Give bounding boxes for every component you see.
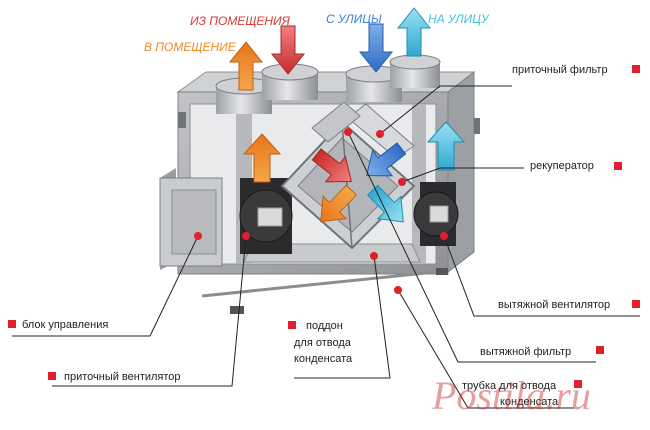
label-drain-pan-line-3: конденсата [294,353,353,365]
marker-square-recuperator [614,162,622,170]
arrow-core-to-exhaust [366,184,404,223]
label-control-unit: блок управления [22,319,109,331]
recuperator-divider [341,121,353,249]
marker-dot-exhaust-filter [344,128,352,136]
marker-dot-control-unit [194,232,202,240]
arrow-core-to-supply [320,184,358,223]
leader-supply-filter [379,85,512,135]
marker-square-drain-pan [288,321,296,329]
arrow-from-room-duct [270,25,306,75]
watermark: Postila.ru [432,373,591,418]
flow-arrows [228,7,466,223]
marker-dot-recuperator [398,178,406,186]
arrow-exhaust-up [426,121,466,171]
label-drain-tube-line-1: трубка для отвода [462,380,557,392]
label-recuperator: рекуператор [530,160,594,172]
label-supply-fan: приточный вентилятор [64,371,181,383]
flow-label-from-room: ИЗ ПОМЕЩЕНИЯ [190,14,290,28]
marker-dot-drain-tube [394,286,402,294]
duct-to-street-rim [389,54,441,70]
duct-to-street [389,54,441,88]
arrow-supply-up [242,133,282,183]
marker-square-supply-filter [632,65,640,73]
marker-dot-drain-pan [370,252,378,260]
arrow-to-street-duct [396,7,432,57]
exhaust-fan-shape [413,182,459,246]
label-drain-pan-line-1: поддон [306,320,343,332]
marker-square-exhaust-filter [596,346,604,354]
arrow-to-room-duct [228,41,264,91]
foot-left [230,306,244,314]
leader-lines [12,85,640,409]
label-drain-tube-line-2: конденсата [500,396,559,408]
marker-square-supply-fan [48,372,56,380]
mount-bracket-left [178,112,186,128]
flow-label-to-room: В ПОМЕЩЕНИЕ [144,40,236,54]
exhaust-filter-panel [311,101,361,143]
markers [8,65,640,388]
arrow-street-into-core [366,142,407,177]
leader-control-unit [12,235,199,337]
arrow-room-into-core [311,148,352,183]
leader-drain-pan [294,255,391,379]
exhaust-fan-grill [429,205,449,223]
leader-recuperator [401,167,524,183]
marker-dot-supply-filter [376,130,384,138]
marker-dot-supply-fan [242,232,250,240]
flow-label-from-street: С УЛИЦЫ [326,12,382,26]
label-exhaust-filter: вытяжной фильтр [480,346,572,358]
control-unit-box [159,168,223,270]
foot-right [436,268,448,275]
supply-fan-shape [239,178,293,254]
leader-exhaust-filter [347,131,596,363]
marker-square-exhaust-fan [632,300,640,308]
supply-fan-grill [257,207,283,227]
leader-exhaust-fan [443,235,640,317]
leader-supply-fan [52,235,247,387]
flow-label-to-street: НА УЛИЦУ [428,12,489,26]
marker-square-drain-tube [574,380,582,388]
label-exhaust-fan: вытяжной вентилятор [498,299,611,311]
mount-bracket-right [474,118,480,134]
leader-drain-tube [397,289,574,409]
marker-square-control-unit [8,320,16,328]
ducts [215,54,441,114]
marker-dot-exhaust-fan [440,232,448,240]
label-supply-filter: приточный фильтр [512,64,608,76]
label-drain-pan-line-2: для отвода [294,337,351,349]
arrow-from-street-duct [358,23,394,73]
